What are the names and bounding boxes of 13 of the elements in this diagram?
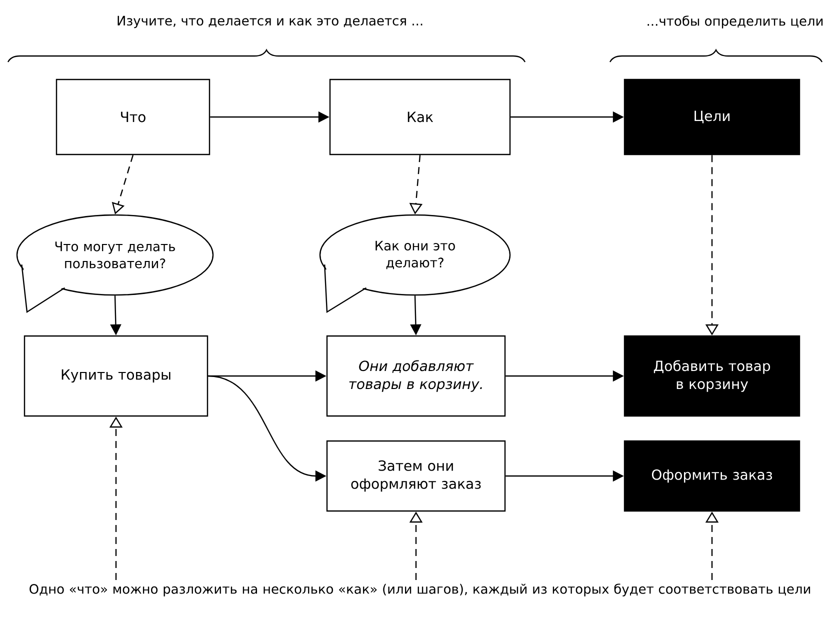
caption-text: Одно «что» можно разложить на несколько «как» (или шагов), каждый из которых будет соответствовать цели xyxy=(30,584,810,596)
process-box: Как xyxy=(329,78,511,156)
speech-bubble: Что могут делать пользователи? xyxy=(16,214,214,313)
process-box: Они добавляют товары в корзину. xyxy=(326,335,506,417)
process-box: Что xyxy=(56,78,210,156)
bracket-label: ...чтобы определить цели xyxy=(648,16,823,28)
process-box: Затем они оформляют заказ xyxy=(326,440,506,512)
bracket-label: Изучите, что делается и как это делается ... xyxy=(118,16,422,28)
speech-bubble: Как они это делают? xyxy=(319,214,511,314)
goal-box: Добавить товар в корзину xyxy=(624,335,800,417)
goal-box: Оформить заказ xyxy=(624,440,800,512)
process-box: Купить товары xyxy=(24,335,208,417)
goal-box: Цели xyxy=(624,78,800,156)
